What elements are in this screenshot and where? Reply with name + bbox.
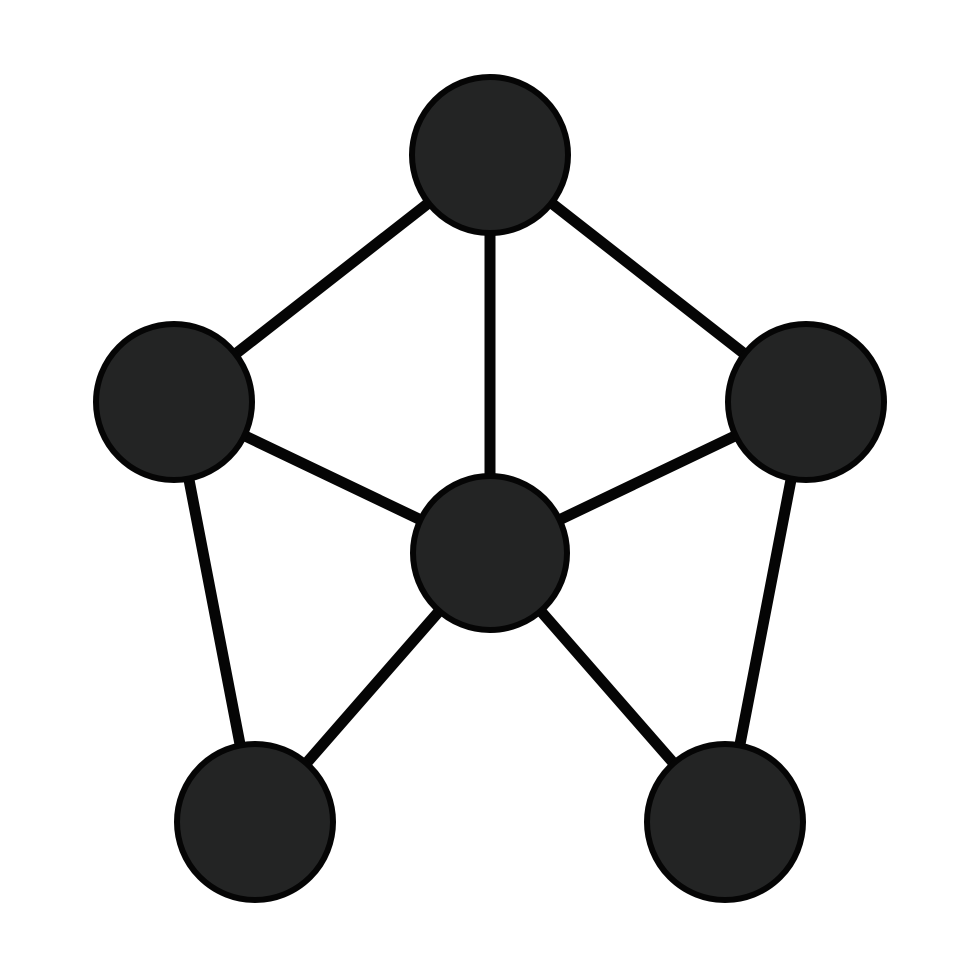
- node-bottom-left: [174, 741, 336, 903]
- node-bottom-right: [644, 741, 806, 903]
- node-top: [409, 74, 571, 236]
- network-nodes: [93, 74, 887, 903]
- node-right: [725, 321, 887, 483]
- node-center: [410, 473, 570, 633]
- node-left: [93, 321, 255, 483]
